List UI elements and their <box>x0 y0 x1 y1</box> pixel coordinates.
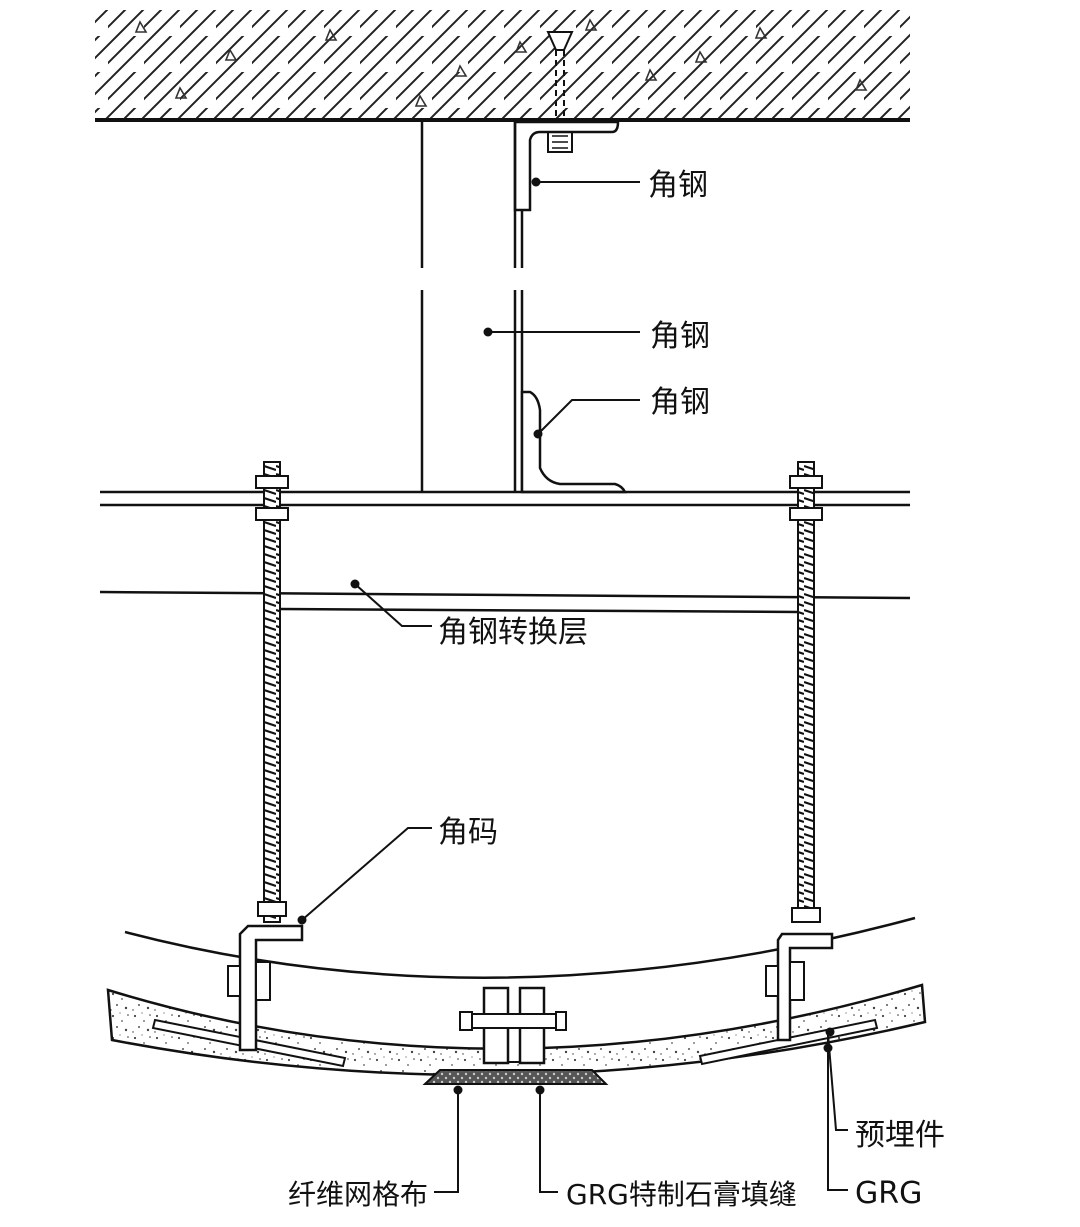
top-angle-steel <box>513 120 620 212</box>
leader-dots <box>297 177 835 1095</box>
label-angle-steel-lower: 角钢 <box>650 385 710 420</box>
joint-connector <box>459 986 567 1065</box>
label-grg: GRG <box>855 1176 922 1211</box>
leader-lines <box>301 181 848 1193</box>
anchor-bolt <box>546 31 574 153</box>
label-fiber-mesh: 纤维网格布 <box>288 1178 428 1211</box>
corner-bracket-left <box>227 924 304 1052</box>
label-embedded-part: 预埋件 <box>855 1118 945 1153</box>
label-angle-steel-middle: 角钢 <box>650 319 710 354</box>
hanger-rod-right <box>789 461 823 923</box>
label-corner-bracket: 角码 <box>438 815 498 850</box>
vertical-angle-steel <box>420 122 524 492</box>
label-angle-steel-top: 角钢 <box>648 168 708 203</box>
label-conversion-layer: 角钢转换层 <box>438 615 588 650</box>
lower-angle-steel <box>520 390 628 494</box>
conversion-layer-beams <box>99 490 911 614</box>
concrete-slab <box>95 10 910 122</box>
label-grg-gypsum-filler: GRG特制石膏填缝 <box>566 1178 797 1211</box>
corner-bracket-right <box>765 932 834 1042</box>
hanger-rod-left <box>255 461 289 923</box>
